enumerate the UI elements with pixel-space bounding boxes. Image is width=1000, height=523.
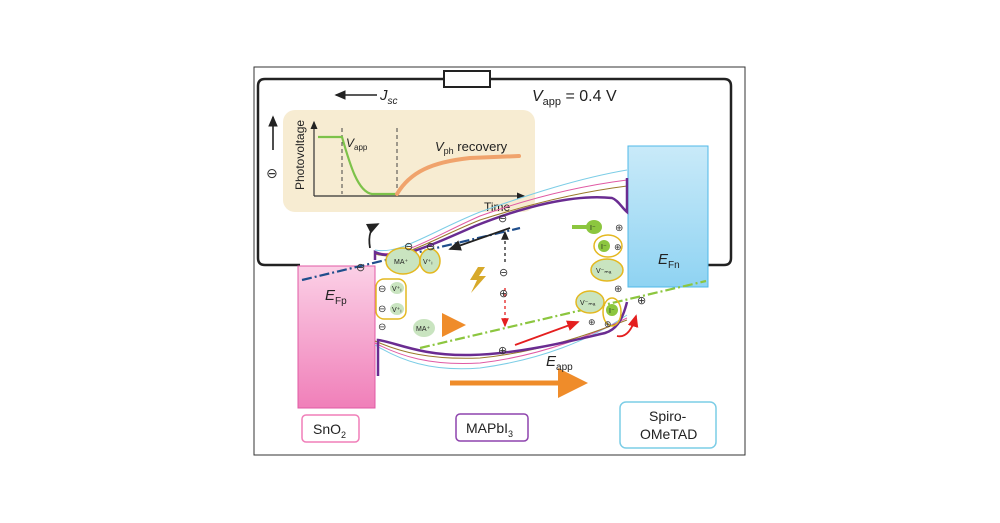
hole-icon-c: ⊕ [637, 294, 646, 307]
jsc-label: Jsc [379, 87, 398, 107]
hole-icon-d: ⊕ [615, 223, 623, 234]
right-ion-cluster: I⁻ ⊕ I⁻ ⊕ V⁻ₘₐ ⊕ V⁻ₘₐ I⁻ ⊕ ⊕ [572, 220, 624, 330]
spiro-label-box [619, 401, 717, 449]
hole-icon-f: ⊕ [614, 284, 622, 295]
electron-icon-d: ⊖ [404, 240, 413, 253]
inset-green-curve [318, 135, 397, 196]
electron-drift-arrow [448, 227, 511, 251]
iodide-label-1: I⁻ [590, 225, 596, 232]
mapbi-label-box [455, 413, 529, 442]
light-bolt-icon [470, 267, 486, 293]
inset-panel [283, 110, 535, 212]
hole-icon-b: ⊕ [498, 344, 507, 357]
left-ion-cluster: MA⁺ V⁺ᵢ ⊖ ⊖ ⊖ V⁺ᵢ ⊖ V⁺ᵢ ⊖ MA⁺ [375, 240, 466, 337]
inset-orange-curve [395, 154, 521, 196]
vma-label-2: V⁻ₘₐ [580, 300, 596, 307]
load-resistor [443, 70, 491, 88]
inset-vph-label: Vph recovery [435, 139, 508, 156]
electron-extraction-arrow [365, 223, 380, 249]
inset-y-label: Photovoltage [293, 120, 307, 190]
hole-drift-arrow [514, 320, 580, 346]
hole-icon-g: ⊕ [588, 318, 596, 328]
electron-icon-c: ⊖ [499, 266, 508, 279]
inset-vapp-label: Vapp [346, 136, 368, 152]
valence-band [376, 301, 629, 376]
iodide-label-3: I⁻ [609, 308, 615, 315]
vma-label-1: V⁻ₘₐ [596, 268, 612, 275]
hole-icon-h: ⊕ [604, 320, 612, 330]
ma-plus-label: MA⁺ [394, 259, 409, 266]
figure-frame [253, 66, 746, 456]
efn-label: EFn [658, 251, 680, 271]
hole-icon-a: ⊕ [499, 287, 508, 300]
mapbi-label: MAPbI3 [466, 420, 513, 439]
sno2-label: SnO2 [313, 421, 346, 440]
eapp-label: Eapp [546, 353, 573, 373]
external-circuit [256, 77, 733, 267]
sno2-block [297, 265, 376, 409]
vapp-label: Vapp = 0.4 V [532, 88, 617, 108]
electron-icon-f: ⊖ [378, 284, 386, 295]
electron-icon-b: ⊖ [498, 212, 507, 225]
hole-icon-e: ⊕ [614, 243, 622, 253]
ma-plus-label-2: MA⁺ [416, 326, 431, 333]
hole-extraction-arrow [616, 314, 639, 338]
spiro-label-line1: Spiro- [649, 408, 687, 424]
sno2-label-box [301, 414, 360, 443]
efp-label: EFp [325, 287, 347, 307]
vi-label-3: V⁺ᵢ [392, 307, 401, 314]
electron-icon-e: ⊖ [426, 240, 435, 253]
electron-icon-h: ⊖ [378, 322, 386, 333]
iodide-label-2: I⁻ [601, 244, 607, 251]
electron-icon-a: ⊖ [356, 261, 365, 274]
hole-quasi-fermi-level [419, 279, 707, 350]
electron-icon-g: ⊖ [378, 304, 386, 315]
circuit-electron-icon: ⊖ [266, 166, 278, 182]
vi-label-2: V⁺ᵢ [392, 286, 401, 293]
spiro-label-line2: OMeTAD [640, 426, 697, 442]
spiro-block [627, 145, 709, 288]
vi-label: V⁺ᵢ [423, 259, 432, 266]
